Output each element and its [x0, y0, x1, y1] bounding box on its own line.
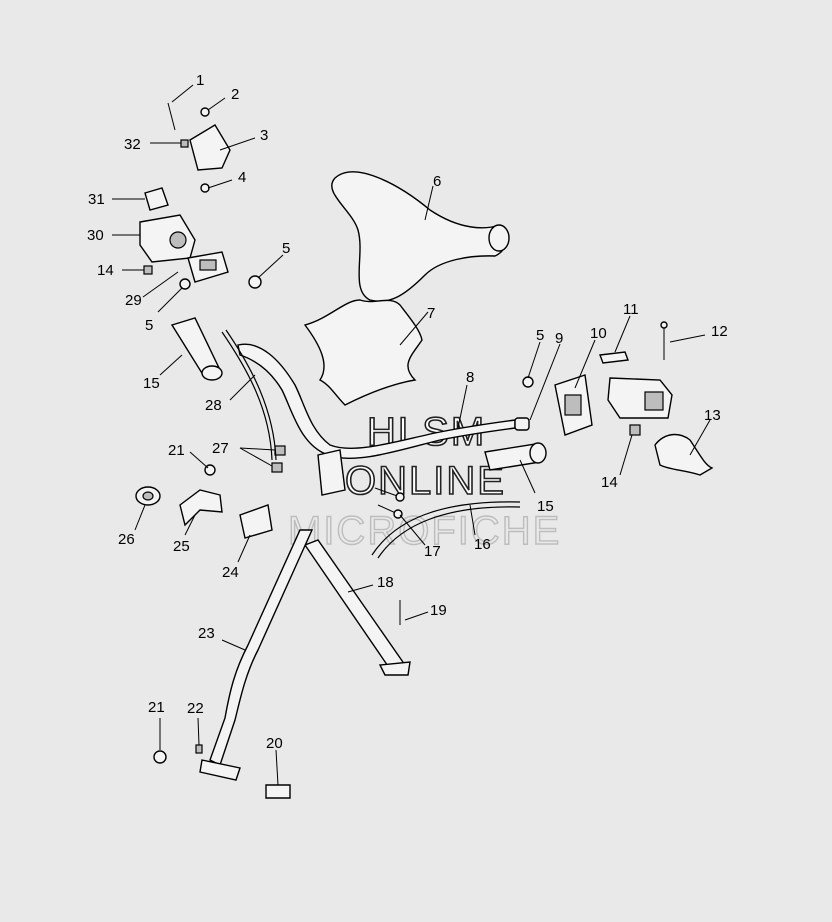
part-22-fastener — [195, 744, 203, 754]
part-25-bracket — [179, 489, 223, 527]
callout-7: 7 — [427, 305, 435, 322]
callout-6: 6 — [433, 173, 441, 190]
callout-16: 16 — [474, 536, 491, 553]
watermark-line-2: ONLINE — [345, 459, 506, 503]
part-21-nut-lower — [153, 750, 167, 764]
callout-25: 25 — [173, 538, 190, 555]
callout-labels: 1 2 3 4 32 31 30 14 29 5 5 6 7 8 5 9 10 … — [87, 72, 728, 752]
callout-3: 3 — [260, 127, 268, 144]
part-10-bracket — [554, 374, 593, 436]
part-15-grip-left — [170, 317, 223, 381]
part-right-switch-housing — [607, 377, 673, 419]
part-11-plate — [599, 351, 629, 364]
part-5-nut-left — [179, 275, 262, 290]
leader-lines — [112, 84, 711, 786]
callout-12: 12 — [711, 323, 728, 340]
callout-20: 20 — [266, 735, 283, 752]
callout-28: 28 — [205, 397, 222, 414]
callout-15-right: 15 — [537, 498, 554, 515]
callout-2: 2 — [231, 86, 239, 103]
callout-22: 22 — [187, 700, 204, 717]
part-6-steering-pad — [331, 171, 510, 302]
callout-18: 18 — [377, 574, 394, 591]
part-9-bushing — [514, 417, 530, 431]
callout-21-upper: 21 — [168, 442, 185, 459]
callout-14-left: 14 — [97, 262, 114, 279]
part-24-clamp — [239, 504, 273, 539]
callout-14-right: 14 — [601, 474, 618, 491]
callout-29: 29 — [125, 292, 142, 309]
callout-15-left: 15 — [143, 375, 160, 392]
part-14-nut-right — [629, 424, 641, 436]
part-1-bolt — [167, 102, 176, 131]
part-28-cable — [221, 329, 277, 461]
callout-1: 1 — [196, 72, 204, 89]
callout-17: 17 — [424, 543, 441, 560]
part-17-bolts — [374, 487, 405, 519]
callout-26: 26 — [118, 531, 135, 548]
callout-8: 8 — [466, 369, 474, 386]
part-26-ring — [135, 486, 161, 506]
part-23-steering-column — [199, 529, 314, 781]
callout-21-lower: 21 — [148, 699, 165, 716]
callout-5-right: 5 — [536, 327, 544, 344]
callout-10: 10 — [590, 325, 607, 342]
callout-11: 11 — [623, 301, 639, 318]
part-4-washer — [200, 183, 210, 193]
part-18-stay-bar — [303, 539, 411, 676]
part-3-bracket — [189, 124, 231, 171]
part-13-hand-guard — [654, 433, 714, 476]
callout-13: 13 — [704, 407, 721, 424]
part-31-switch-cap — [144, 187, 169, 211]
callout-31: 31 — [88, 191, 105, 208]
callout-9: 9 — [555, 330, 563, 347]
part-14-nut-left — [143, 265, 153, 275]
part-16-cable — [371, 501, 521, 559]
callout-23: 23 — [198, 625, 215, 642]
callout-5-upper: 5 — [282, 240, 290, 257]
callout-19: 19 — [430, 602, 447, 619]
part-15-grip-right — [484, 442, 547, 471]
callout-27: 27 — [212, 440, 229, 457]
callout-24: 24 — [222, 564, 239, 581]
part-12-bolt — [660, 321, 668, 360]
part-32-nut — [180, 139, 189, 148]
part-7-pad — [303, 299, 423, 406]
callout-32: 32 — [124, 136, 141, 153]
callout-5-lower-left: 5 — [145, 317, 153, 334]
callout-4: 4 — [238, 169, 246, 186]
part-20-sleeve — [265, 784, 291, 799]
callout-30: 30 — [87, 227, 104, 244]
part-5-bolt-right — [522, 376, 534, 388]
part-30-switch-housing — [139, 214, 196, 263]
part-2-nut — [200, 107, 210, 117]
part-29-master-cylinder — [187, 251, 229, 283]
